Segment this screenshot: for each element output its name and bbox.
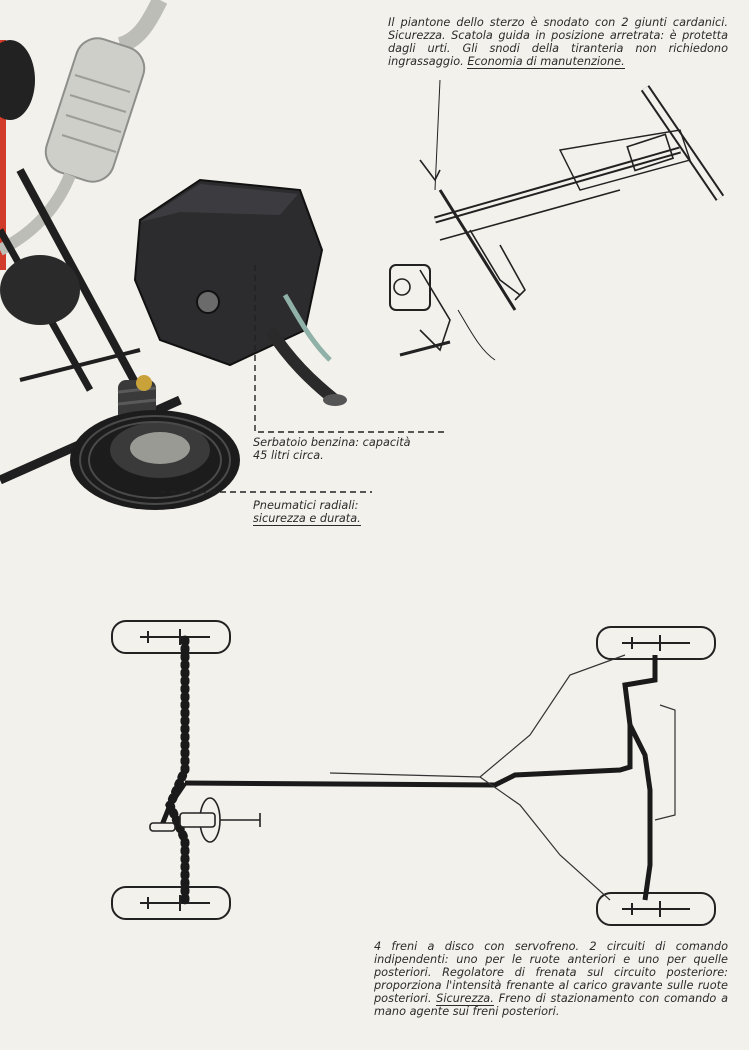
steering-column-drawing <box>389 80 725 361</box>
steering-caption-emphasis: Economia di manutenzione. <box>467 55 625 69</box>
tank-caption: Serbatoio benzina: capacità 45 litri cir… <box>253 436 453 462</box>
steering-caption-text: Il piantone dello sterzo è snodato con 2… <box>388 16 728 68</box>
brake-caption: 4 freni a disco con servofreno. 2 circui… <box>374 940 728 1018</box>
tyre-caption: Pneumatici radiali: sicurezza e durata. <box>253 499 453 526</box>
rear-mechanics-photo <box>0 0 347 510</box>
brake-caption-text-a: 4 freni a disco con servofreno. 2 circui… <box>374 940 728 1005</box>
tank-caption-line2: 45 litri circa. <box>253 449 324 462</box>
tank-caption-line1: Serbatoio benzina: capacità <box>253 436 411 449</box>
brake-caption-text-b: Freno di stazionamento con comando a man… <box>374 992 728 1018</box>
tyre-caption-line1: Pneumatici radiali: <box>253 499 359 512</box>
brake-circuit-diagram <box>111 620 716 926</box>
page-edge-strip <box>0 40 6 270</box>
tyre-caption-emphasis: sicurezza e durata. <box>253 512 361 526</box>
steering-caption: Il piantone dello sterzo è snodato con 2… <box>388 16 728 69</box>
brake-caption-emphasis: Sicurezza. <box>436 992 494 1006</box>
